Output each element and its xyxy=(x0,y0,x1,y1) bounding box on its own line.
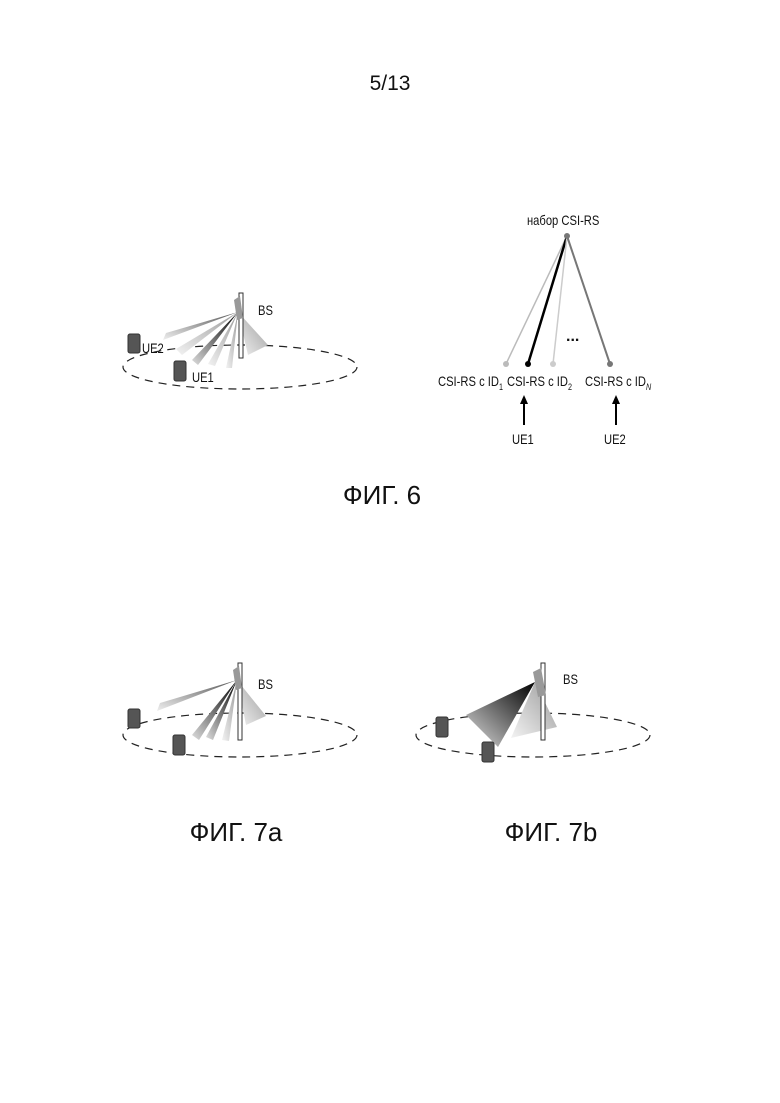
fig7b-caption: ФИГ. 7b xyxy=(505,817,598,848)
fig6-csi-rs-tree xyxy=(503,233,620,425)
beam xyxy=(226,312,238,368)
phone-icon xyxy=(482,742,494,762)
fig6-caption: ФИГ. 6 xyxy=(343,480,421,511)
phone-icon xyxy=(173,735,185,755)
tree-ue2-label: UE2 xyxy=(604,431,626,447)
fig7b-cell-diagram xyxy=(416,663,650,762)
ellipsis: ... xyxy=(566,328,579,346)
phone-icon xyxy=(128,709,140,728)
fig7a-caption: ФИГ. 7a xyxy=(190,817,283,848)
tree-ue1-label: UE1 xyxy=(512,431,534,447)
arrow-up-icon xyxy=(612,395,620,404)
fig7b-bs-label: BS xyxy=(563,671,578,687)
fig7a-cell-diagram xyxy=(123,663,357,757)
ue2-label: UE2 xyxy=(142,340,164,356)
fig7a-bs-label: BS xyxy=(258,676,273,692)
phone-icon xyxy=(436,717,448,737)
arrow-up-icon xyxy=(520,395,528,404)
csi-rs-set-label: набор CSI-RS xyxy=(527,212,599,228)
ue1-label: UE1 xyxy=(192,369,214,385)
csi-rs-leaf-1: CSI-RS c ID1 xyxy=(438,373,503,392)
bs-label: BS xyxy=(258,302,273,318)
csi-rs-leaf-n: CSI-RS c IDN xyxy=(585,373,651,392)
csi-rs-leaf-2: CSI-RS c ID2 xyxy=(507,373,572,392)
ue1-phone-icon xyxy=(174,361,186,381)
ue2-phone-icon xyxy=(128,334,140,353)
